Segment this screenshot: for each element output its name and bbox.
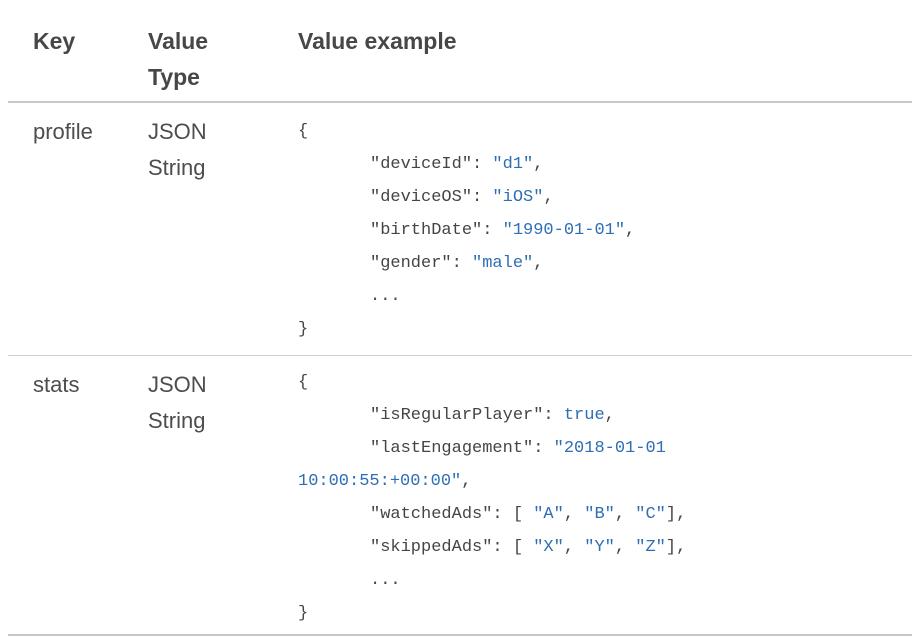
table-row-stats: stats JSON String { ″isRegularPlayer″: tr… <box>8 356 912 636</box>
code-token-default: ... <box>370 571 401 590</box>
code-token-default: , <box>625 221 636 240</box>
code-token-value: ″iOS″ <box>492 188 544 207</box>
key-value: profile <box>33 119 93 144</box>
code-token-default: } <box>298 320 309 339</box>
code-token-value: ″A″ <box>533 505 564 524</box>
code-token-default: { <box>298 122 309 141</box>
code-token-value: true <box>563 406 605 425</box>
value-type-cell: JSON String <box>148 356 298 634</box>
code-token-value: 10:00:55:+00:00″ <box>298 472 462 491</box>
code-line: ... <box>298 564 912 597</box>
column-header-value-example-label: Value example <box>298 28 457 54</box>
code-line: ... <box>298 280 912 313</box>
code-token-value: ″Y″ <box>584 538 615 557</box>
key-cell: profile <box>33 103 148 355</box>
code-line: ″birthDate″: ″1990-01-01″, <box>298 214 912 247</box>
code-token-default: ″lastEngagement″: <box>370 439 554 458</box>
code-token-default: ″gender″: <box>370 254 473 273</box>
code-token-value: ″1990-01-01″ <box>502 221 626 240</box>
code-token-default: ″deviceOS″: <box>370 188 493 207</box>
value-example-code-block: {″isRegularPlayer″: true,″lastEngagement… <box>298 356 912 634</box>
code-token-value: ″X″ <box>533 538 564 557</box>
code-token-default: , <box>614 538 636 557</box>
code-token-value: ″Z″ <box>635 538 666 557</box>
code-line: ″deviceId″: ″d1″, <box>298 148 912 181</box>
column-header-value-type-label: Value Type <box>148 28 209 90</box>
value-type-cell: JSON String <box>148 103 298 355</box>
column-header-key: Key <box>33 23 148 101</box>
code-line: } <box>298 313 912 346</box>
code-token-default: , <box>461 472 472 491</box>
code-token-default: { <box>298 373 309 392</box>
code-token-default: , <box>563 538 585 557</box>
code-token-default: , <box>563 505 585 524</box>
table-header-row: Key Value Type Value example <box>8 0 912 103</box>
code-token-default: , <box>533 254 544 273</box>
code-token-value: ″male″ <box>472 254 534 273</box>
code-line: } <box>298 597 912 630</box>
code-line: { <box>298 366 912 399</box>
code-line: ″watchedAds″: [ ″A″, ″B″, ″C″], <box>298 498 912 531</box>
code-token-default: ], <box>665 505 687 524</box>
code-token-default: , <box>604 406 615 425</box>
value-type-value: JSON String <box>148 119 207 180</box>
code-token-default: ″birthDate″: <box>370 221 503 240</box>
code-line: ″gender″: ″male″, <box>298 247 912 280</box>
code-token-default: ], <box>665 538 687 557</box>
key-value-documentation-table: Key Value Type Value example profile JSO… <box>8 0 912 636</box>
code-token-value: ″d1″ <box>492 155 534 174</box>
value-type-value: JSON String <box>148 372 207 433</box>
code-token-default: , <box>533 155 544 174</box>
code-token-default: ″deviceId″: <box>370 155 493 174</box>
code-line: ″deviceOS″: ″iOS″, <box>298 181 912 214</box>
code-token-default: ... <box>370 287 401 306</box>
code-token-value: ″2018-01-01 <box>553 439 666 458</box>
table-row-profile: profile JSON String {″deviceId″: ″d1″,″d… <box>8 103 912 356</box>
code-token-default: } <box>298 604 309 623</box>
column-header-value-type: Value Type <box>148 23 298 101</box>
key-cell: stats <box>33 356 148 634</box>
code-token-value: ″C″ <box>635 505 666 524</box>
code-token-default: ″watchedAds″: [ <box>370 505 534 524</box>
code-token-default: ″isRegularPlayer″: <box>370 406 564 425</box>
value-example-code-block: {″deviceId″: ″d1″,″deviceOS″: ″iOS″,″bir… <box>298 103 912 355</box>
code-line: ″lastEngagement″: ″2018-01-01 <box>298 432 912 465</box>
code-line: ″isRegularPlayer″: true, <box>298 399 912 432</box>
code-line: { <box>298 115 912 148</box>
key-value: stats <box>33 372 80 397</box>
code-line: 10:00:55:+00:00″, <box>298 465 912 498</box>
column-header-value-example: Value example <box>298 23 912 101</box>
code-token-value: ″B″ <box>584 505 615 524</box>
code-token-default: ″skippedAds″: [ <box>370 538 534 557</box>
code-token-default: , <box>543 188 554 207</box>
code-token-default: , <box>614 505 636 524</box>
code-line: ″skippedAds″: [ ″X″, ″Y″, ″Z″], <box>298 531 912 564</box>
column-header-key-label: Key <box>33 28 76 54</box>
